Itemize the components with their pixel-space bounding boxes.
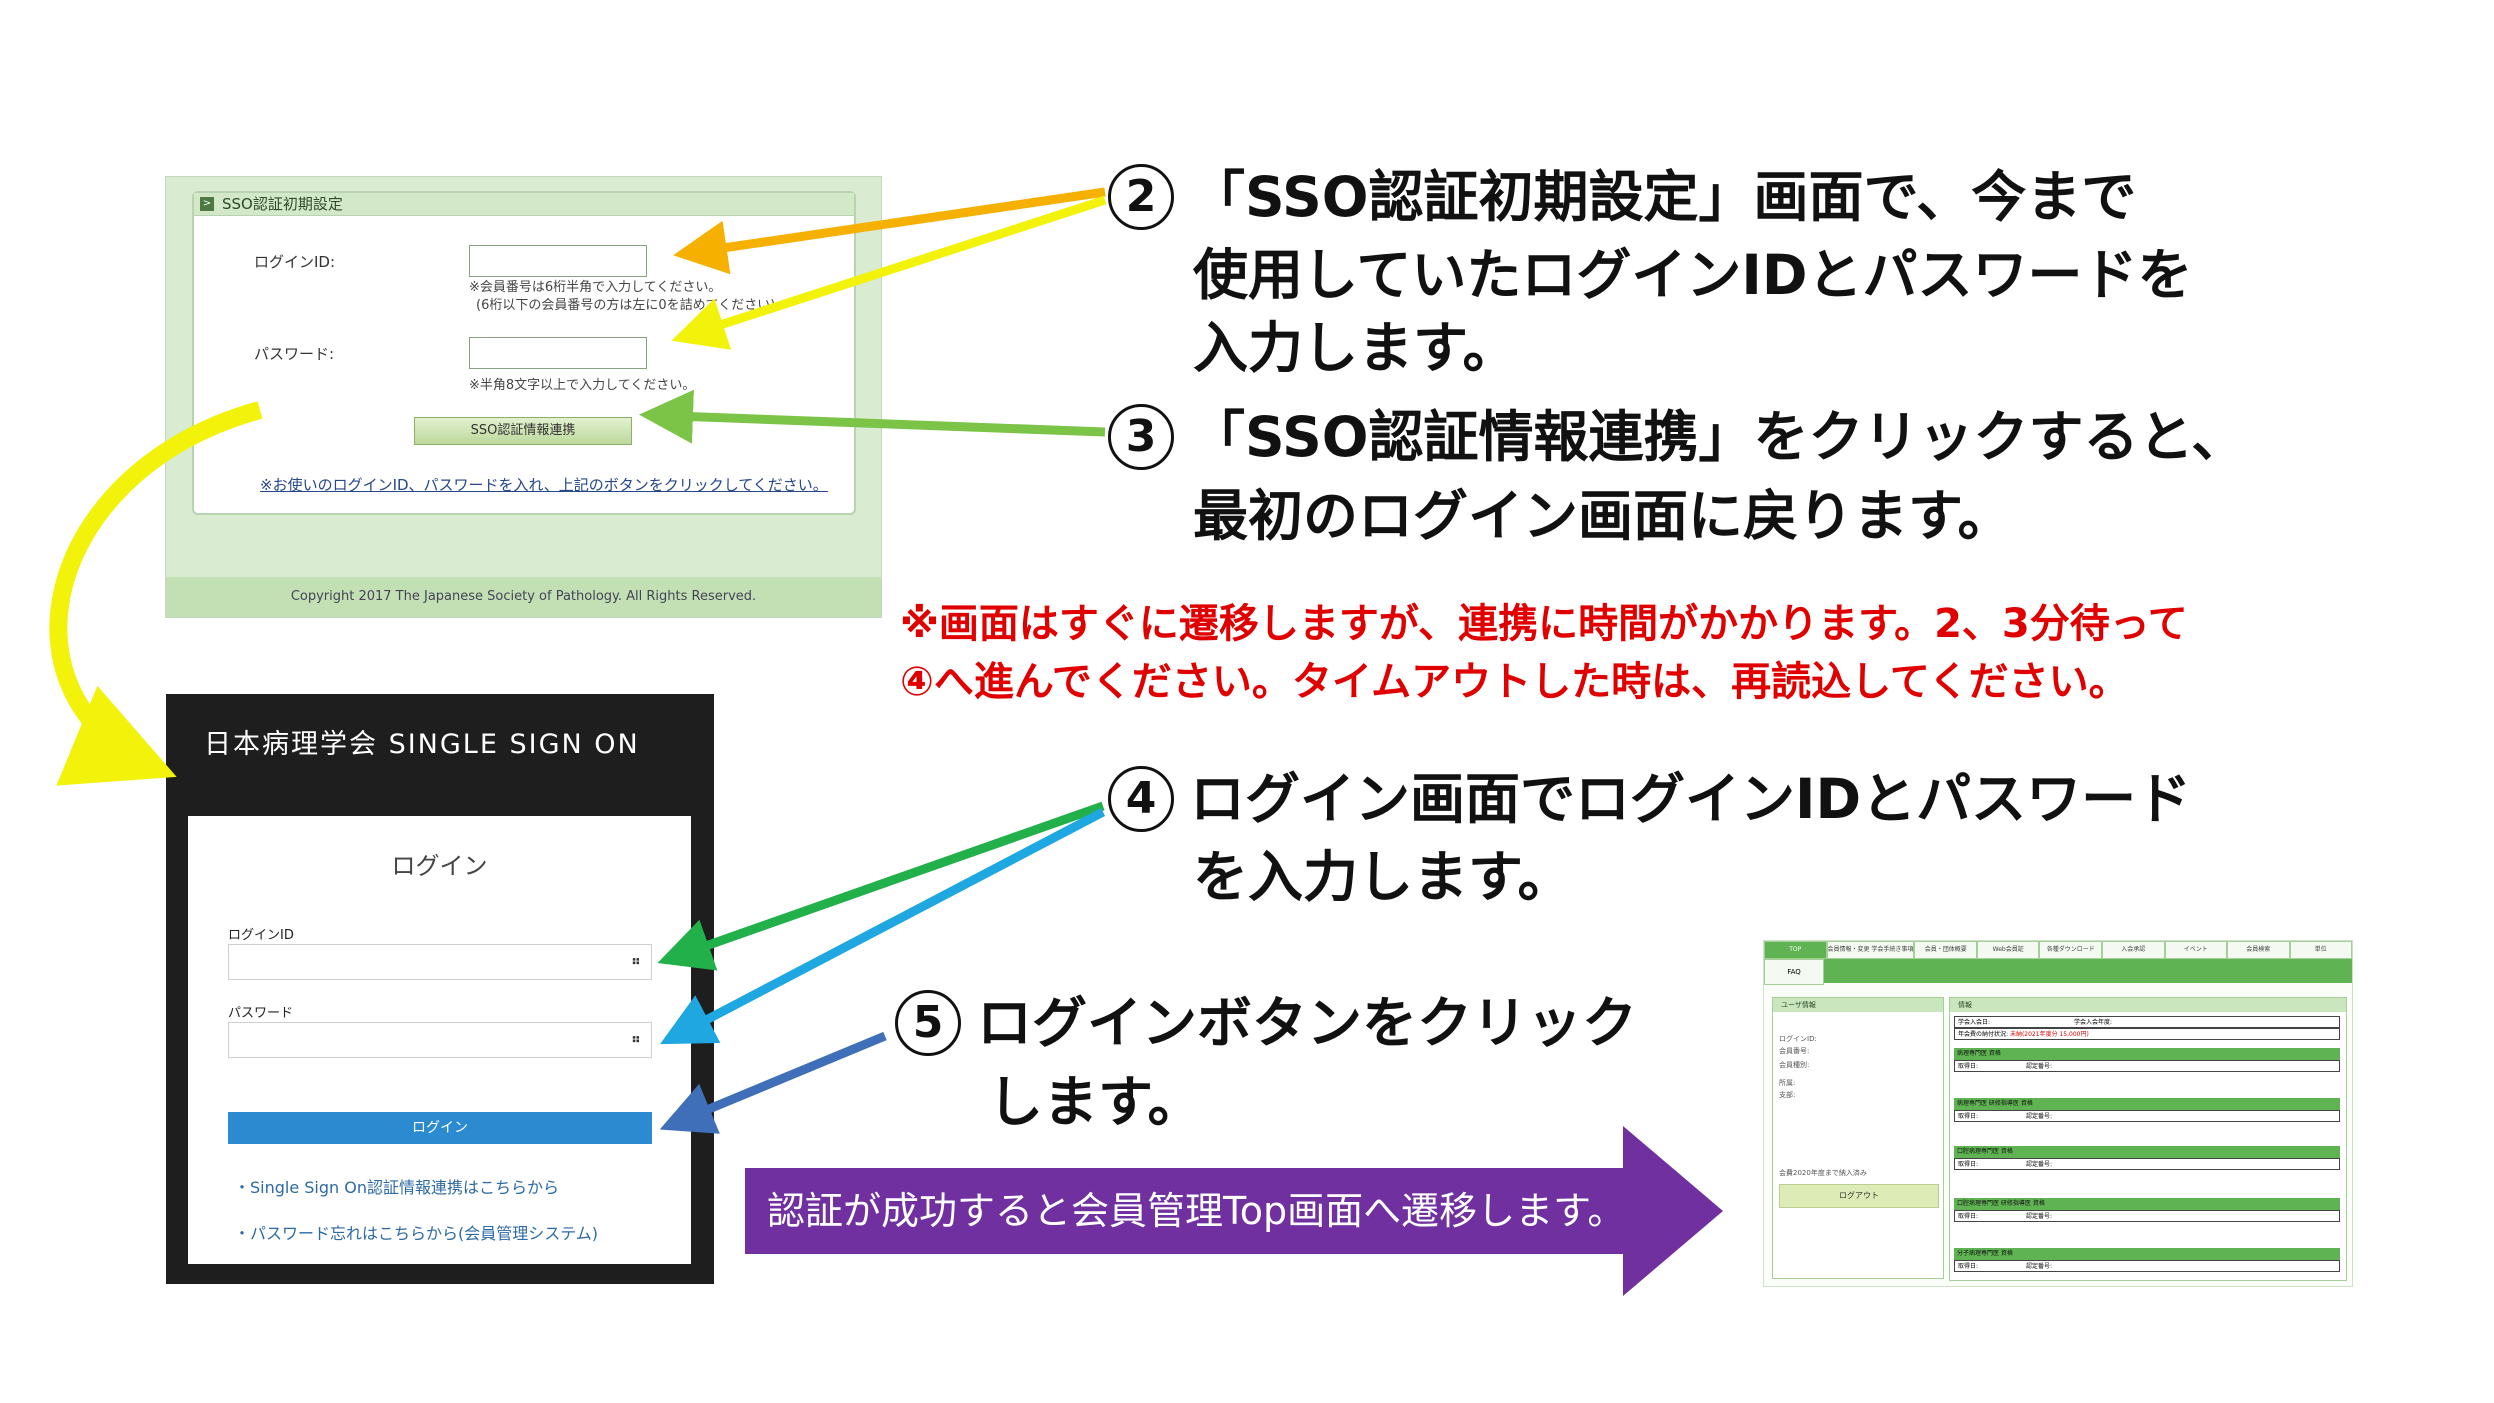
login-heading: ログイン [391,852,488,880]
section-header: 口腔病理専門医 資格 [1954,1146,2340,1158]
member-top-screenshot: TOP 会員情報・変更 学会手続き事項 会員・団体概要 Web会員証 各種ダウン… [1763,940,2353,1287]
info-header: 情報 [1950,998,2346,1012]
user-item: 所属: [1779,1079,1796,1087]
transition-banner-arrow: 認証が成功すると会員管理Top画面へ遷移します。 [745,1126,1735,1296]
section-header: 口腔病理専門医 研修指導医 資格 [1954,1198,2340,1210]
sso-link-button[interactable]: SSO認証情報連携 [414,417,632,445]
fee-status-value: 未納(2021年度分 15,000円) [2009,1031,2089,1038]
step2-line3: 入力します。 [1193,316,1518,380]
step2-number: 2 [1108,164,1174,230]
nav-tab[interactable]: 会員情報・変更 学会手続き事項 [1826,941,1915,959]
section-header: 分子病理専門医 資格 [1954,1248,2340,1260]
user-item: 支部: [1779,1091,1796,1099]
faq-tab[interactable]: FAQ [1764,959,1824,985]
info-row: 学会入会日: 学会入会年度: [1954,1016,2340,1028]
arrow-step2-to-id [673,187,1106,275]
sso-password-label: パスワード: [254,345,335,363]
info-panel: 情報 学会入会日: 学会入会年度: 年会費の納付状況: 未納(2021年度分 1… [1949,997,2347,1281]
sso-login-id-input[interactable] [469,245,647,277]
member-top-subnav: FAQ [1764,959,2352,985]
section-row: 取得日: 認定番号: [1954,1260,2340,1272]
fee-status-label: 年会費の納付状況: [1958,1031,2009,1038]
nav-tab[interactable]: イベント [2164,941,2228,959]
password-reset-link[interactable]: ・パスワード忘れはこちらから(会員管理システム) [234,1224,599,1243]
sso-link[interactable]: ・Single Sign On認証情報連携はこちらから [234,1178,559,1197]
key-icon: ⠶ [630,954,641,969]
user-info-header: ユーザ情報 [1773,998,1943,1012]
banner-text: 認証が成功すると会員管理Top画面へ遷移します。 [767,1189,1626,1233]
step4-number: 4 [1108,766,1174,832]
step4-text1: ログイン画面でログインIDとパスワード [1190,767,2192,831]
step3-text1: 「SSO認証情報連携」をクリックすると、 [1190,405,2247,469]
sso-setup-header: > SSO認証初期設定 [194,193,854,216]
sso-password-input[interactable] [469,337,647,369]
step2-line2: 使用していたログインIDとパスワードを [1193,243,2193,307]
step2-text1: 「SSO認証初期設定」画面で、今まで [1190,165,2137,229]
section-header: 病理専門医 研修指導医 資格 [1954,1098,2340,1110]
login-id-label: ログインID [228,928,294,943]
chevron-right-icon: > [200,197,214,211]
sso-login-title: 日本病理学会 SINGLE SIGN ON [204,729,640,760]
step3-line2: 最初のログイン画面に戻ります。 [1193,484,2013,548]
nav-tab[interactable]: Web会員証 [1976,941,2040,959]
user-item: 会員種別: [1779,1061,1810,1069]
info-row: 年会費の納付状況: 未納(2021年度分 15,000円) [1954,1028,2340,1040]
section-row: 取得日: 認定番号: [1954,1158,2340,1170]
sso-login-id-note1: ※会員番号は6桁半角で入力してください。 [469,280,722,295]
password-label: パスワード [228,1006,294,1021]
key-icon: ⠶ [630,1032,641,1047]
section-header: 病理専門医 資格 [1954,1048,2340,1060]
user-item: 会員番号: [1779,1047,1810,1055]
nav-tab[interactable]: 単位 [2289,941,2353,959]
step5-number: 5 [895,990,961,1056]
banner-body [745,1168,1623,1254]
nav-tab[interactable]: TOP [1764,941,1827,959]
login-card: ログイン ログインID ⠶ パスワード ⠶ ログイン ・Single Sign … [188,816,691,1264]
arrow-step5-to-button [659,1031,887,1134]
nav-tab[interactable]: 会員検索 [2227,941,2290,959]
login-id-input[interactable]: ⠶ [228,944,652,980]
sso-password-note: ※半角8文字以上で入力してください。 [469,378,696,393]
section-row: 取得日: 認定番号: [1954,1110,2340,1122]
nav-tab[interactable]: 各種ダウンロード [2039,941,2102,959]
note-line1: ※画面はすぐに遷移しますが、連携に時間がかかります。2、3分待って [900,601,2188,647]
sso-setup-title: SSO認証初期設定 [222,195,343,213]
fee-note: 会費2020年度まで納入済み [1779,1169,1867,1177]
step4-line2: を入力します。 [1193,845,1573,909]
step2-line1: 2「SSO認証初期設定」画面で、今まで [1108,160,2136,235]
logout-button[interactable]: ログアウト [1779,1184,1939,1208]
note-line2: ④へ進んでください。タイムアウトした時は、再読込してください。 [900,659,2129,705]
step3-number: 3 [1108,404,1174,470]
section-row: 取得日: 認定番号: [1954,1060,2340,1072]
sso-login-screenshot: 日本病理学会 SINGLE SIGN ON ログイン ログインID ⠶ パスワー… [166,694,714,1284]
login-button[interactable]: ログイン [228,1112,652,1144]
nav-tab[interactable]: 会員・団体概要 [1914,941,1977,959]
arrow-curve-to-login [49,401,263,786]
step5-text1: ログインボタンをクリック [977,991,1638,1055]
arrow-step4-to-id [657,801,1105,971]
password-input[interactable]: ⠶ [228,1022,652,1058]
step5-line2: します。 [988,1070,1203,1134]
sso-footer: Copyright 2017 The Japanese Society of P… [166,577,881,617]
nav-tab[interactable]: 入会承認 [2101,941,2165,959]
section-row: 取得日: 認定番号: [1954,1210,2340,1222]
arrow-step3-to-button [639,389,1106,444]
member-top-nav: TOP 会員情報・変更 学会手続き事項 会員・団体概要 Web会員証 各種ダウン… [1764,941,2353,959]
user-info-panel: ユーザ情報 ログインID: 会員番号: 会員種別: 所属: 支部: 会費2020… [1772,997,1944,1279]
user-item: ログインID: [1779,1035,1817,1043]
arrow-right-icon [1623,1126,1723,1296]
arrow-step2-to-password [671,195,1107,350]
sso-login-id-label: ログインID: [254,253,336,271]
sso-help-link[interactable]: ※お使いのログインID、パスワードを入れ、上記のボタンをクリックしてください。 [260,476,828,494]
arrow-step4-to-password [660,808,1106,1045]
step3-line1: 3「SSO認証情報連携」をクリックすると、 [1108,400,2246,475]
